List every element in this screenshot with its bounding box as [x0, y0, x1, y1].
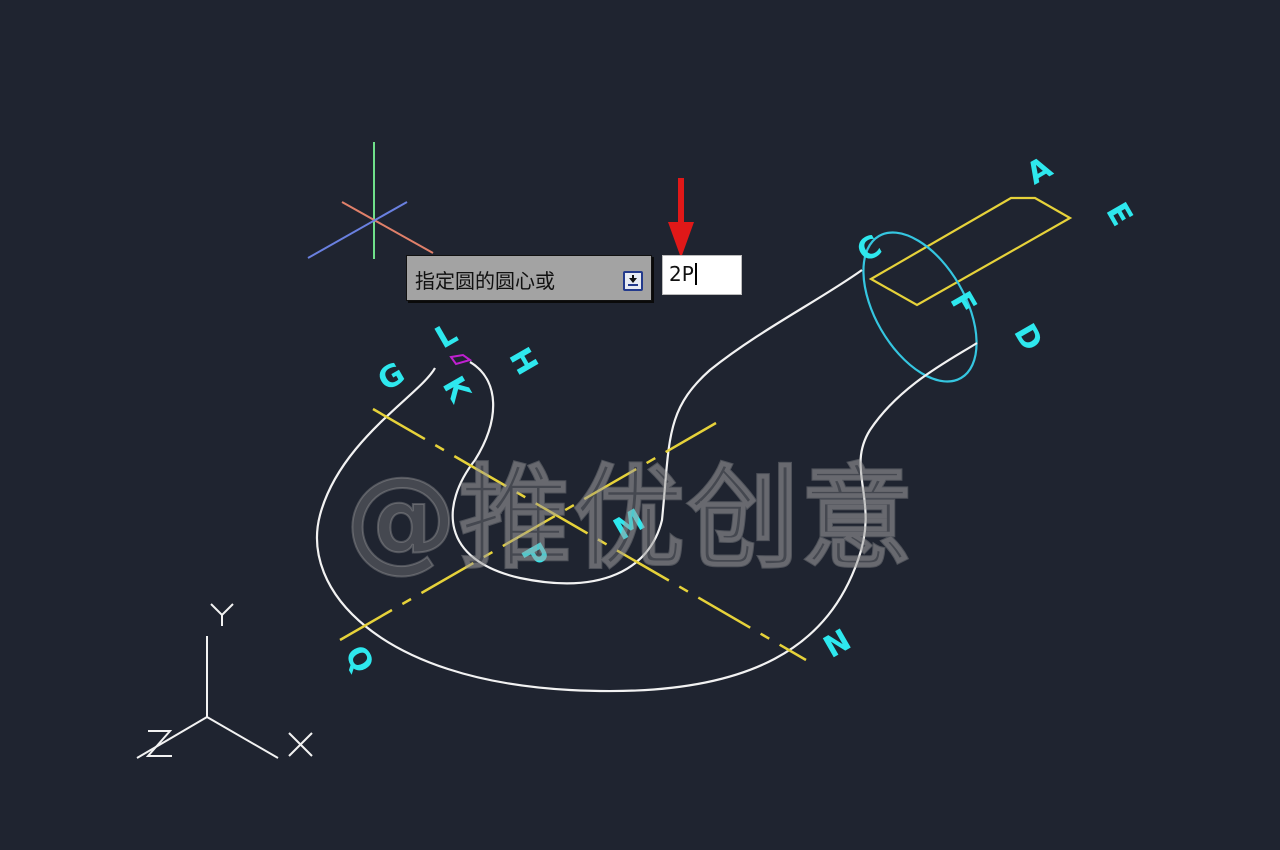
command-prompt-label: 指定圆的圆心或 — [415, 269, 555, 293]
dynamic-input-field[interactable]: 2P — [662, 255, 742, 295]
point-label-l: L — [429, 316, 463, 356]
point-label-g: G — [372, 356, 411, 399]
text-caret — [694, 263, 697, 285]
centerline-g-n — [372, 407, 807, 662]
cyan-circle — [862, 231, 978, 383]
dropdown-arrow-icon — [628, 275, 638, 286]
centerline-q-m — [339, 421, 717, 642]
ucs-icon — [136, 603, 313, 759]
point-label-e: E — [1099, 197, 1140, 232]
watermark: @推优创意 — [344, 453, 915, 585]
point-label-a: A — [1021, 150, 1059, 192]
ucs-x-label — [288, 732, 313, 757]
ucs-z-label — [145, 730, 173, 757]
prompt-options-button[interactable] — [623, 271, 643, 291]
point-label-n: N — [818, 623, 857, 666]
point-label-h: H — [501, 342, 544, 381]
point-label-q: Q — [337, 640, 380, 680]
crosshair-cursor-icon — [307, 142, 434, 259]
dynamic-input-value: 2P — [669, 262, 694, 286]
ucs-y-label — [210, 603, 234, 626]
point-label-k: K — [435, 371, 478, 410]
down-arrow-icon — [668, 178, 694, 258]
command-prompt-tooltip: 指定圆的圆心或 — [406, 255, 652, 301]
hook-outer-curve — [315, 342, 978, 693]
endpoint-marker — [449, 353, 473, 366]
point-label-f: F — [943, 286, 984, 321]
key-outline — [868, 196, 1073, 307]
point-label-d: D — [1006, 318, 1049, 357]
hook-inner-curve — [451, 269, 863, 585]
